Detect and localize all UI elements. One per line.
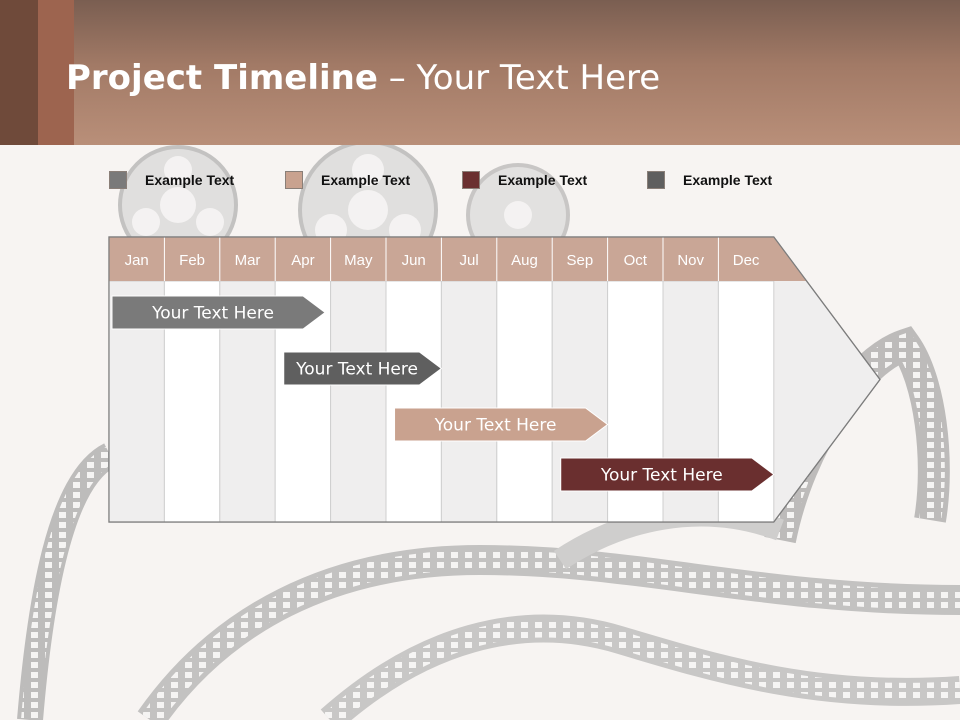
title-bold: Project Timeline <box>66 58 378 98</box>
legend-swatch <box>285 171 303 189</box>
month-label: Sep <box>567 252 594 269</box>
legend-item: Example Text <box>462 170 587 190</box>
header-accent-stripe <box>38 0 74 145</box>
timeline-arrow-outline <box>108 236 881 523</box>
task-label: Your Text Here <box>600 466 723 486</box>
legend-item: Example Text <box>647 170 772 190</box>
legend-swatch <box>462 171 480 189</box>
month-label: May <box>344 252 373 269</box>
month-label: Jun <box>402 252 426 269</box>
page-title: Project Timeline – Your Text Here <box>66 58 660 98</box>
task-label: Your Text Here <box>295 360 418 380</box>
month-label: Feb <box>179 252 205 269</box>
task-bar <box>560 457 775 492</box>
month-column <box>385 280 442 523</box>
task-bar <box>283 351 443 386</box>
legend-label: Example Text <box>145 172 235 188</box>
month-label: Oct <box>624 252 648 269</box>
month-label: Nov <box>677 252 704 269</box>
month-label: Jan <box>125 252 149 269</box>
header-accent-stripe <box>0 0 38 145</box>
month-column <box>440 280 498 523</box>
month-label: Apr <box>291 252 314 269</box>
legend-label: Example Text <box>683 172 773 188</box>
header-band <box>0 0 960 145</box>
task-bar <box>394 407 609 442</box>
month-column <box>330 280 387 523</box>
task-label: Your Text Here <box>434 416 557 436</box>
task-label: Your Text Here <box>151 304 274 324</box>
month-header-band <box>109 237 807 281</box>
legend-label: Example Text <box>498 172 588 188</box>
legend-swatch <box>109 171 127 189</box>
month-label: Aug <box>511 252 538 269</box>
legend-item: Example Text <box>285 170 410 190</box>
title-rest: – Your Text Here <box>377 58 661 98</box>
legend-label: Example Text <box>321 172 411 188</box>
month-column <box>496 280 553 523</box>
month-label: Jul <box>460 252 479 269</box>
month-label: Dec <box>733 252 760 269</box>
task-bar <box>111 295 326 330</box>
legend-item: Example Text <box>109 170 234 190</box>
legend-swatch <box>647 171 665 189</box>
film-reel-icon <box>118 145 238 265</box>
month-label: Mar <box>235 252 261 269</box>
